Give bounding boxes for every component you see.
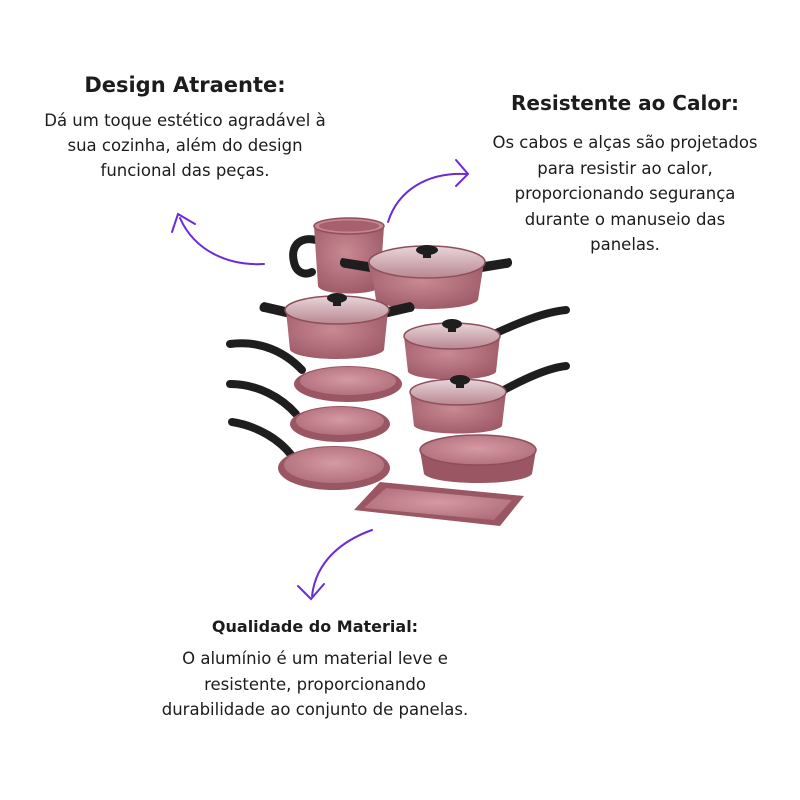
material-quality-line: durabilidade ao conjunto de panelas. [161,700,469,719]
heat-resistance-line: Os cabos e alças são projetados [492,133,758,152]
heat-resistance-title: Resistente ao Calor: [511,91,739,115]
frying-pan [226,339,402,402]
design-description: Dá um toque estético agradável à sua coz… [20,108,350,183]
medium-casserole [259,293,415,359]
frying-pan [228,418,390,490]
heat-resistance-line: panelas. [590,235,660,254]
arrow-design-icon [171,212,265,266]
baking-tray [354,482,524,526]
heat-resistance-description: Os cabos e alças são projetados para res… [470,130,780,258]
material-quality-line: resistente, proporcionando [204,674,426,694]
arrow-heat-icon [387,159,470,223]
heat-resistance-line: durante o manuseio das [524,209,726,229]
material-quality-line: O alumínio é um material leve e [182,649,448,668]
heat-resistance-line: proporcionando segurança [514,184,736,203]
design-line: sua cozinha, além do design [67,136,303,155]
heat-resistance-feature-block: Resistente ao Calor: Os cabos e alças sã… [470,88,780,258]
frying-pan [226,380,390,442]
design-line: funcional das peças. [100,161,270,180]
design-line: Dá um toque estético agradável à [44,111,326,130]
arrow-material-icon [297,529,373,601]
material-quality-description: O alumínio é um material leve e resisten… [140,646,490,723]
heat-resistance-line: para resistir ao calor, [537,158,713,178]
saucepan-with-lid [409,362,570,434]
deep-pan [419,434,537,483]
saucepan-with-lid [403,306,570,380]
milk-pot [289,217,385,294]
material-quality-title: Qualidade do Material: [211,617,419,636]
material-quality-feature-block: Qualidade do Material: O alumínio é um m… [140,615,490,723]
design-title: Design Atraente: [84,73,286,97]
large-casserole [339,245,513,309]
design-feature-block: Design Atraente: Dá um toque estético ag… [20,70,350,183]
